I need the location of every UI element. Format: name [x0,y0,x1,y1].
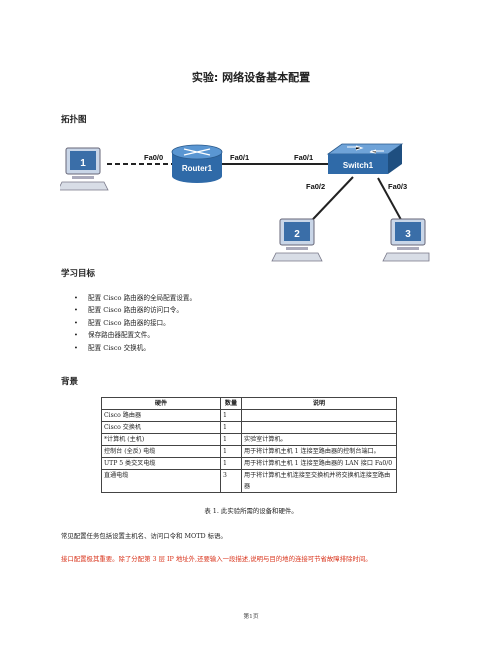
table-cell: 控制台 (全反) 电缆 [101,445,221,458]
pc2-icon: 2 [271,218,323,262]
table-row: 控制台 (全反) 电缆 1 用于将计算机主机 1 连接至路由器的控制台端口。 [101,445,397,458]
table-cell: 用于将计算机主机连接至交换机并将交换机连接至路由器 [241,469,397,493]
table-cell: 用于将计算机主机 1 连接至路由器的控制台端口。 [241,445,397,458]
equipment-table: 硬件 数量 说明 Cisco 路由器 1 Cisco 交换机 1 *计算机 (主… [101,397,397,493]
table-row: 直通电缆 3 用于将计算机主机连接至交换机并将交换机连接至路由器 [101,469,397,493]
table-cell: 1 [220,421,242,434]
svg-text:1: 1 [80,158,86,169]
table-row: Cisco 交换机 1 [101,421,397,434]
port-label-switch-fa03: Fa0/3 [388,182,407,191]
topology-diagram: 1 Router1 Switch1 2 3 Fa0/0 Fa0/1 Fa0/1 … [60,143,430,262]
table-header: 硬件 [101,397,221,410]
port-label-switch-fa01: Fa0/1 [294,153,313,162]
table-cell: Cisco 路由器 [101,409,221,422]
objective-item: 配置 Cisco 交换机。 [75,342,196,354]
table-cell: 3 [220,469,242,493]
table-cell: *计算机 (主机) [101,433,221,446]
section-heading-topology: 拓扑图 [61,115,87,125]
table-cell: Cisco 交换机 [101,421,221,434]
section-heading-background: 背景 [61,377,79,387]
page-footer: 第1页 [243,614,259,620]
objective-item: 配置 Cisco 路由器的访问口令。 [75,304,196,316]
table-row: Cisco 路由器 1 [101,409,397,422]
table-row: *计算机 (主机) 1 实验室计算机。 [101,433,397,446]
svg-text:Switch1: Switch1 [343,161,374,170]
table-header-row: 硬件 数量 说明 [101,397,397,410]
table-row: UTP 5 类交叉电缆 1 用于将计算机主机 1 连接至路由器的 LAN 接口 … [101,457,397,470]
router-icon: Router1 [171,144,223,183]
paragraph-interface-config: 接口配置极其重要。除了分配第 3 层 IP 地址外,还要输入一段描述,说明与目的… [61,555,372,563]
switch-icon: Switch1 [326,143,404,174]
table-cell: 1 [220,433,242,446]
port-label-router-fa01: Fa0/1 [230,153,249,162]
table-cell [241,409,397,422]
paragraph-common-tasks: 常见配置任务包括设置主机名、访问口令和 MOTD 标语。 [61,532,227,540]
svg-text:2: 2 [294,229,300,240]
table-header: 说明 [241,397,397,410]
table-cell: UTP 5 类交叉电缆 [101,457,221,470]
svg-text:3: 3 [405,229,411,240]
table-cell: 直通电缆 [101,469,221,493]
table-cell: 1 [220,445,242,458]
table-cell: 用于将计算机主机 1 连接至路由器的 LAN 接口 Fa0/0 [241,457,397,470]
table-cell [241,421,397,434]
table-cell: 实验室计算机。 [241,433,397,446]
table-header: 数量 [220,397,242,410]
table-caption: 表 1. 此实验所需的设备和硬件。 [204,507,298,515]
pc3-icon: 3 [382,218,430,262]
table-cell: 1 [220,457,242,470]
pc1-icon: 1 [60,147,109,191]
objective-item: 保存路由器配置文件。 [75,329,196,341]
objective-item: 配置 Cisco 路由器的接口。 [75,317,196,329]
svg-text:Router1: Router1 [182,164,213,173]
page-title: 实验: 网络设备基本配置 [191,71,311,84]
objective-item: 配置 Cisco 路由器的全局配置设置。 [75,292,196,304]
table-cell: 1 [220,409,242,422]
objectives-list: 配置 Cisco 路由器的全局配置设置。 配置 Cisco 路由器的访问口令。 … [75,292,196,354]
port-label-switch-fa02: Fa0/2 [306,182,325,191]
section-heading-objectives: 学习目标 [61,269,96,279]
port-label-router-fa00: Fa0/0 [144,153,163,162]
